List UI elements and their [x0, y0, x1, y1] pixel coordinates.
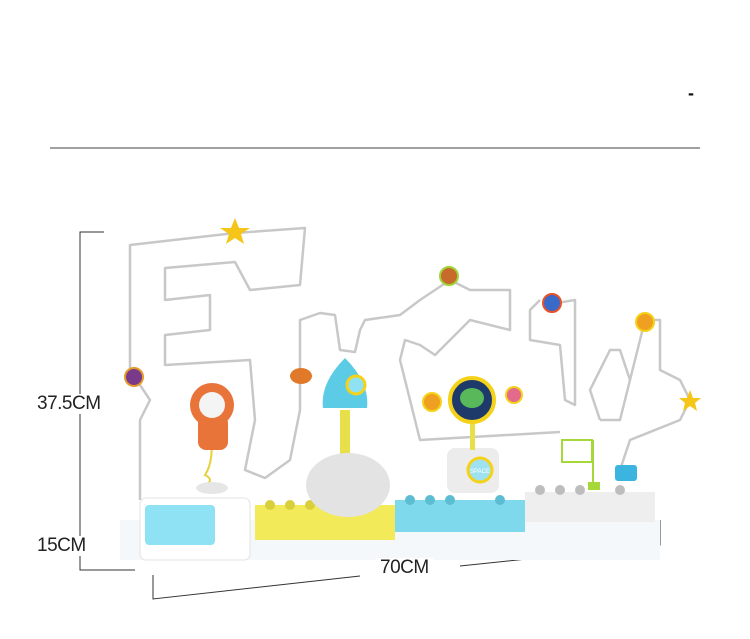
planet-icon: [635, 312, 655, 332]
planet-icon: [439, 266, 459, 286]
planet-icon: [124, 367, 144, 387]
flag-figure: [561, 439, 637, 490]
star-icon: [679, 390, 701, 411]
globe-badge-text: SPACE: [470, 469, 490, 475]
blue-brick: [395, 500, 525, 532]
brick-base: [120, 485, 660, 561]
rocket-figure: [306, 358, 390, 517]
base-height-dimension-label: 15CM: [37, 535, 86, 556]
height-dimension-label: 37.5CM: [37, 393, 101, 414]
width-dimension-label: 70CM: [376, 558, 433, 578]
divider-line: [50, 147, 700, 149]
wire-maze: [128, 226, 692, 500]
astronaut-figure: [190, 383, 234, 494]
end-block: [615, 465, 637, 481]
white-brick: [525, 492, 655, 522]
decorations: [124, 218, 701, 411]
planet-icon: [290, 368, 312, 384]
star-icon: [220, 218, 250, 244]
globe-figure: SPACE: [422, 376, 523, 493]
planet-icon: [542, 293, 562, 313]
top-dash-mark: -: [688, 83, 694, 103]
battery-box: [145, 505, 215, 545]
